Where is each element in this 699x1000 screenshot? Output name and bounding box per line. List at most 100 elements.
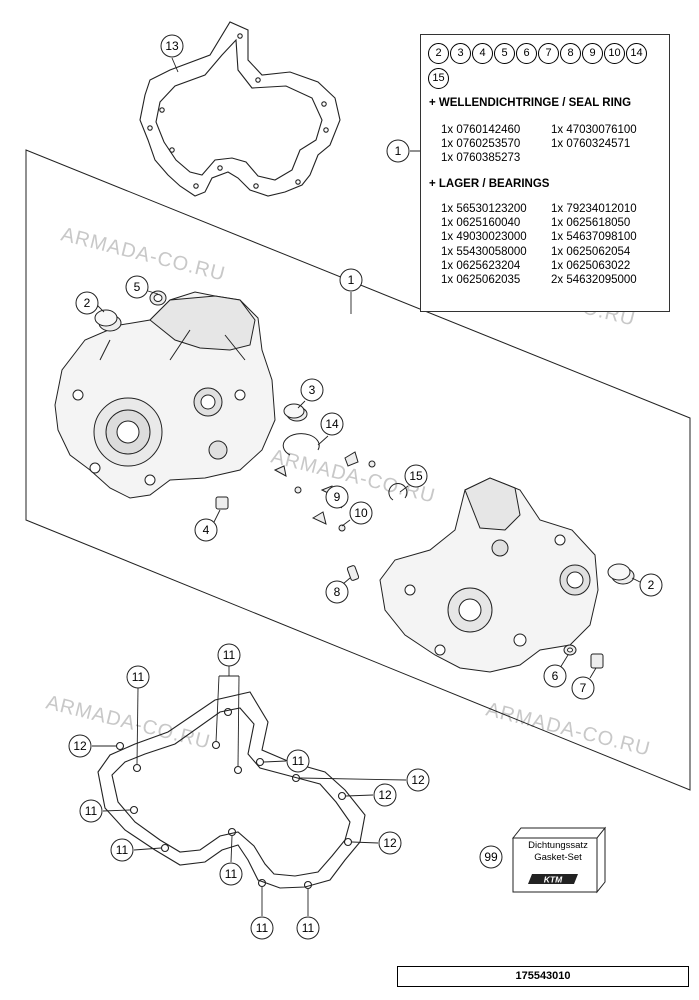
part-row: 1x 56530123200 1x 79234012010 <box>441 202 637 216</box>
callout-11-g: 11 <box>250 916 274 940</box>
gasket-set-label: Dichtungssatz Gasket-Set <box>519 840 597 864</box>
part-row: 1x 0760253570 1x 0760324571 <box>441 137 637 151</box>
part-row: 1x 49030023000 1x 54637098100 <box>441 230 637 244</box>
callout-11-d-label: 11 <box>85 804 98 818</box>
part-number: 1x 47030076100 <box>551 124 637 136</box>
callout-11-f-label: 11 <box>225 867 238 881</box>
gasket-set-line2: Gasket-Set <box>534 852 582 863</box>
top-gasket <box>139 21 341 197</box>
callout-14-label: 14 <box>325 417 339 431</box>
legend-circle-7: 7 <box>538 43 559 64</box>
part-row: 1x 0760142460 1x 47030076100 <box>441 123 637 137</box>
callout-12-c: 12 <box>373 783 397 807</box>
callout-12-a-label: 12 <box>73 739 87 753</box>
circlip-14 <box>282 433 320 456</box>
callout-5: 5 <box>125 275 149 299</box>
callout-6: 6 <box>543 664 567 688</box>
legend-circle-9: 9 <box>582 43 603 64</box>
part-number: 1x 0760324571 <box>551 138 631 151</box>
callout-9: 9 <box>325 485 349 509</box>
callout-13-label: 13 <box>165 39 179 53</box>
callout-4: 4 <box>194 518 218 542</box>
leader-lines <box>92 57 641 916</box>
callout-7-label: 7 <box>580 681 587 695</box>
callout-11-e-label: 11 <box>116 843 129 857</box>
part-number: 1x 56530123200 <box>441 203 527 215</box>
callout-11-h-label: 11 <box>302 921 315 935</box>
callout-6-label: 6 <box>552 669 559 683</box>
part-number: 1x 0625618050 <box>551 217 631 230</box>
part-number: 1x 79234012010 <box>551 203 637 215</box>
callout-1-frame-label: 1 <box>348 273 355 287</box>
part-number: 1x 55430058000 <box>441 245 527 258</box>
callout-10: 10 <box>349 501 373 525</box>
callout-11-a-label: 11 <box>132 670 145 684</box>
part-number: 1x 54637098100 <box>551 231 637 244</box>
watermark-1: ARMADA-CO.RU <box>59 224 228 286</box>
seal-ring-left <box>94 309 122 332</box>
callout-12-d: 12 <box>378 831 402 855</box>
callout-11-a: 11 <box>126 665 150 689</box>
callout-9-label: 9 <box>334 490 341 504</box>
callout-2-right-label: 2 <box>648 578 655 592</box>
part-number: 1x 0625062054 <box>551 245 631 258</box>
callout-11-h: 11 <box>296 916 320 940</box>
ktm-logo: KTM <box>528 874 578 885</box>
callout-11-f: 11 <box>219 862 243 886</box>
callout-12-c-label: 12 <box>378 788 392 802</box>
callout-8-label: 8 <box>334 585 341 599</box>
ktm-logo-text: KTM <box>544 875 563 885</box>
part-number: 1x 0625623204 <box>441 259 521 272</box>
part-number: 1x 0760253570 <box>441 138 521 151</box>
legend-circle-14: 14 <box>626 43 647 64</box>
callouts: 13 1 1 5 2 3 14 15 9 10 4 8 2 6 7 11 11 … <box>68 34 663 940</box>
dowel-8 <box>346 565 360 581</box>
callout-11-c: 11 <box>286 749 310 773</box>
part-number: 1x 49030023000 <box>441 231 527 244</box>
gasket-set-line1: Dichtungssatz <box>528 840 588 851</box>
part-number: 1x 0760142460 <box>441 124 521 136</box>
callout-12-d-label: 12 <box>383 836 397 850</box>
callout-2-right: 2 <box>639 573 663 597</box>
callout-8: 8 <box>325 580 349 604</box>
seal-ring-right <box>607 563 635 585</box>
callout-1-frame: 1 <box>339 268 363 292</box>
bottom-gasket <box>97 691 366 890</box>
seal-ring-part-list: 1x 0760142460 1x 47030076100 1x 076025357… <box>441 123 637 166</box>
legend-circle-8: 8 <box>560 43 581 64</box>
callout-11-b-label: 11 <box>223 648 236 662</box>
part-row: 1x 55430058000 1x 0625062054 <box>441 245 637 259</box>
callout-5-label: 5 <box>134 280 141 294</box>
legend-circle-6: 6 <box>516 43 537 64</box>
legend-circle-15: 15 <box>428 68 449 89</box>
left-crankcase-half <box>54 291 276 499</box>
legend-circle-5: 5 <box>494 43 515 64</box>
callout-99-label: 99 <box>484 850 498 864</box>
circlip-15 <box>388 483 408 501</box>
bushing-4 <box>215 496 229 510</box>
callout-3: 3 <box>300 378 324 402</box>
bearings-part-list: 1x 56530123200 1x 79234012010 1x 06251600… <box>441 202 637 287</box>
legend-circle-10: 10 <box>604 43 625 64</box>
callout-12-b: 12 <box>406 768 430 792</box>
callout-15-label: 15 <box>409 469 423 483</box>
callout-7: 7 <box>571 676 595 700</box>
assembly-frame <box>25 149 691 791</box>
callout-15: 15 <box>404 464 428 488</box>
diagram-part-number: 175543010 <box>397 966 689 987</box>
seal-ring-5 <box>149 290 167 306</box>
gasket-set-box: KTM <box>511 826 607 894</box>
part-row: 1x 0760385273 <box>441 151 637 165</box>
legend-circle-2: 2 <box>428 43 449 64</box>
callout-1-legend-label: 1 <box>395 144 402 158</box>
washer-6 <box>563 644 577 656</box>
callout-1-legend: 1 <box>386 139 410 163</box>
callout-3-label: 3 <box>309 383 316 397</box>
part-number: 2x 54632095000 <box>551 274 637 287</box>
callout-11-e: 11 <box>110 838 134 862</box>
callout-11-b: 11 <box>217 643 241 667</box>
